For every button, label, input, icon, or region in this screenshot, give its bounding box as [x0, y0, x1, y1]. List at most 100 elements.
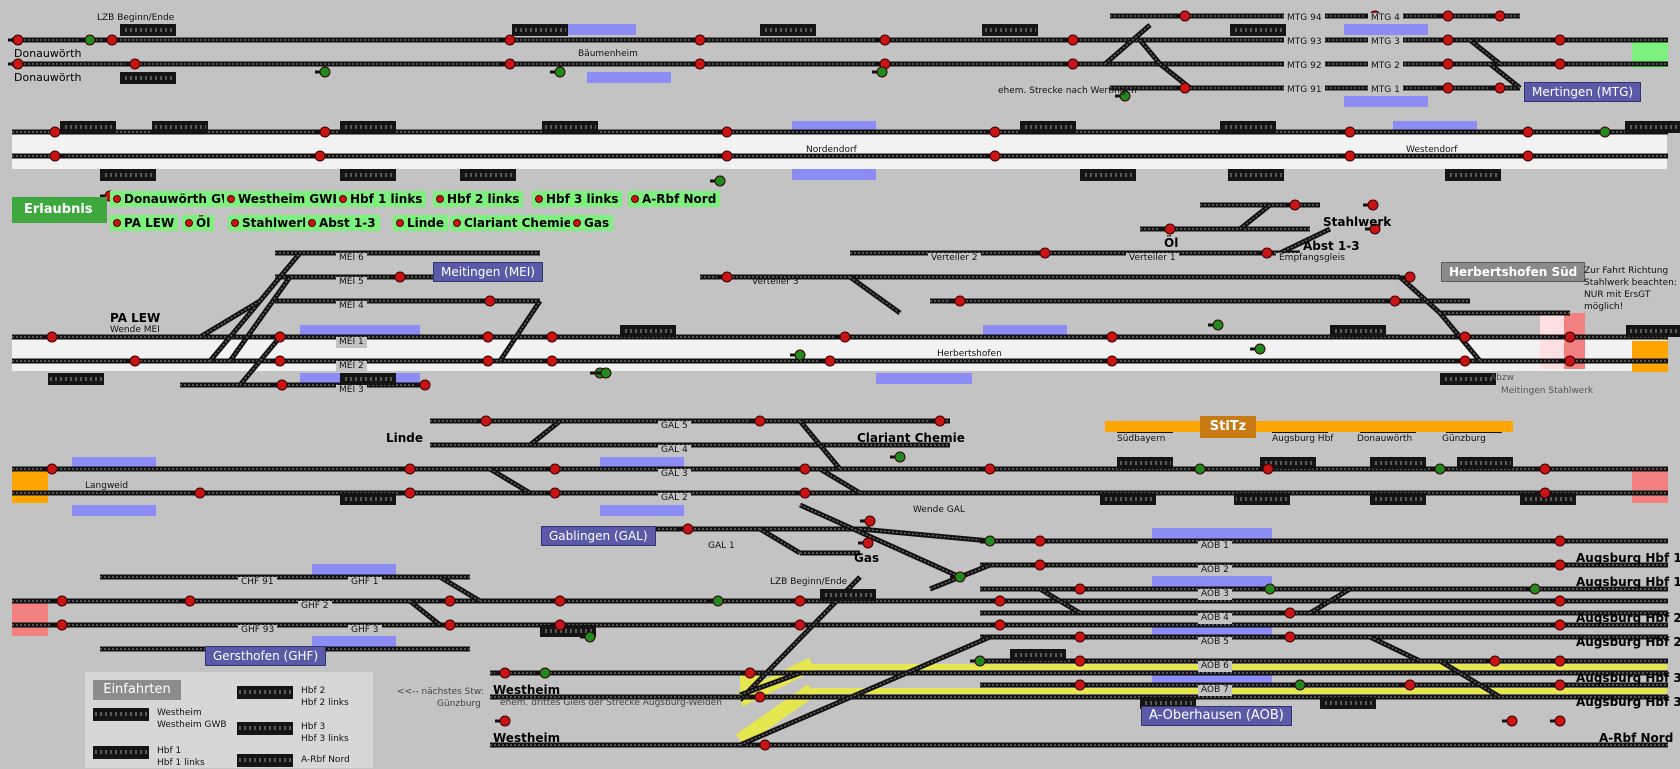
signal-lamp-icon [319, 66, 331, 78]
permission-row1-3[interactable]: Hbf 2 links [433, 191, 524, 207]
track-mtg3: MTG 3 [1368, 37, 1403, 48]
fill-red-right [1632, 469, 1668, 503]
signal-lamp-icon [444, 595, 456, 607]
signal-lamp-icon [1344, 150, 1356, 162]
stitz-title[interactable]: StiTz [1200, 416, 1256, 438]
permission-row1-5[interactable]: A-Rbf Nord [628, 191, 721, 207]
clariant-label[interactable]: Clariant Chemie [857, 431, 965, 445]
permission-row1-0[interactable]: Donauwörth GWB [110, 191, 248, 207]
signal-lamp-icon [721, 150, 733, 162]
permission-row2-4[interactable]: Linde [393, 215, 449, 231]
station-meitingen[interactable]: Meitingen (MEI) [433, 262, 543, 282]
track-segment [1038, 586, 1082, 616]
station-aob[interactable]: A-Oberhausen (AOB) [1141, 706, 1292, 726]
signal-lamp-icon [1344, 126, 1356, 138]
westheim-1-label[interactable]: Westheim [493, 683, 561, 697]
route-fill [812, 688, 1667, 694]
signal-lamp-icon [984, 463, 996, 475]
block-digits [342, 125, 394, 129]
track-mei6: MEI 6 [336, 253, 367, 264]
donauwoerth-top-label[interactable]: Donauwörth [14, 47, 82, 60]
aug-hbf1-a[interactable]: Augsburg Hbf 1 [1576, 551, 1680, 565]
permission-row2-1[interactable]: Öl [182, 215, 215, 231]
signal-lamp-icon [1554, 559, 1566, 571]
signal-lamp-icon [1369, 223, 1381, 235]
stahlwerk-top-label[interactable]: Stahlwerk [1323, 215, 1392, 229]
signal-lamp-icon [56, 595, 68, 607]
signal-lamp-icon [499, 667, 511, 679]
signal-lamp-icon [794, 619, 806, 631]
signal-lamp-icon [504, 34, 516, 46]
station-mertingen[interactable]: Mertingen (MTG) [1524, 82, 1642, 102]
arbf-nord-label[interactable]: A-Rbf Nord [1599, 731, 1674, 745]
legend-block-hbf1 [93, 746, 149, 759]
signal-lamp-icon [1367, 199, 1379, 211]
signal-lamp-icon [1539, 487, 1551, 499]
signal-lamp-icon [1442, 10, 1454, 22]
permission-row2-2[interactable]: Stahlwerk [228, 215, 315, 231]
signal-lamp-icon [1434, 463, 1446, 475]
signal-lamp-icon [1404, 679, 1416, 691]
stitz-donauwoerth: Donauwörth [1357, 434, 1413, 444]
signal-lamp-icon [12, 58, 24, 70]
linde-label[interactable]: Linde [386, 431, 424, 445]
signal-lamp-icon [444, 619, 456, 631]
occupancy-bar [983, 325, 1067, 336]
track-mtg92: MTG 92 [1284, 61, 1325, 72]
abst-top-label[interactable]: Abst 1-3 [1303, 239, 1360, 253]
track-mtg1: MTG 1 [1368, 85, 1403, 96]
signal-lamp-icon [839, 331, 851, 343]
pa-lew-label[interactable]: PA LEW [110, 311, 161, 325]
track-sleeper [1439, 312, 1481, 362]
donauwoerth-bottom-label[interactable]: Donauwörth [14, 71, 82, 84]
aug-hbf3-b[interactable]: Augsburg Hbf 3 [1576, 695, 1680, 709]
lzb-label-top: LZB Beginn/Ende [97, 13, 175, 23]
permission-row2-6[interactable]: Gas [570, 215, 614, 231]
fill-white-mei [12, 337, 1667, 371]
signal-lamp-icon [714, 175, 726, 187]
track-segment [1438, 658, 1502, 700]
signal-lamp-icon [49, 150, 61, 162]
oel-top-label[interactable]: Öl [1164, 236, 1179, 250]
block-digits [514, 28, 566, 32]
station-gersthofen[interactable]: Gersthofen (GHF) [205, 646, 327, 666]
westheim-2-label[interactable]: Westheim [493, 731, 561, 745]
legend-hbf2: Hbf 2 [301, 686, 326, 696]
occupancy-bar [1344, 24, 1428, 35]
station-herbertshofen-sued[interactable]: Herbertshofen Süd [1441, 262, 1586, 282]
track-mtg2: MTG 2 [1368, 61, 1403, 72]
permission-row2-3[interactable]: Abst 1-3 [305, 215, 380, 231]
signal-lamp-icon [1489, 655, 1501, 667]
block-digits [1627, 125, 1679, 129]
legend-hbf2-links: Hbf 2 links [301, 698, 349, 708]
track-ghf93: GHF 93 [238, 625, 278, 636]
signal-lamp-icon [1404, 271, 1416, 283]
permission-row1-2[interactable]: Hbf 1 links [336, 191, 427, 207]
permission-row1-1[interactable]: Westheim GWB [224, 191, 346, 207]
block-digits [542, 629, 594, 633]
permission-title: Erlaubnis [12, 197, 107, 223]
gas-label[interactable]: Gas [854, 551, 880, 565]
fill-red-left [12, 600, 48, 636]
signal-lamp-icon [600, 367, 612, 379]
signal-lamp-icon [974, 655, 986, 667]
aug-hbf2-b[interactable]: Augsburg Hbf 2 [1576, 635, 1680, 649]
track-sleeper [859, 528, 991, 542]
legend-hbf3: Hbf 3 [301, 722, 326, 732]
permission-row2-5[interactable]: Clariant Chemie [450, 215, 576, 231]
signal-lamp-icon [1539, 463, 1551, 475]
signal-lamp-icon [1554, 715, 1566, 727]
permission-row1-4[interactable]: Hbf 3 links [532, 191, 623, 207]
permission-row2-0[interactable]: PA LEW [110, 215, 179, 231]
occupancy-bar [792, 121, 876, 132]
signal-lamp-icon [1494, 10, 1506, 22]
block-digits [1447, 173, 1499, 177]
aug-hbf1-b[interactable]: Augsburg Hbf 1 [1576, 575, 1680, 589]
legend-block-hbf2 [237, 686, 293, 699]
track-sleeper [739, 672, 801, 696]
signal-lamp-icon [994, 595, 1006, 607]
station-gablingen[interactable]: Gablingen (GAL) [541, 526, 656, 546]
aug-hbf3-a[interactable]: Augsburg Hbf 3 [1576, 671, 1680, 685]
aug-hbf2-a[interactable]: Augsburg Hbf 2 [1576, 611, 1680, 625]
